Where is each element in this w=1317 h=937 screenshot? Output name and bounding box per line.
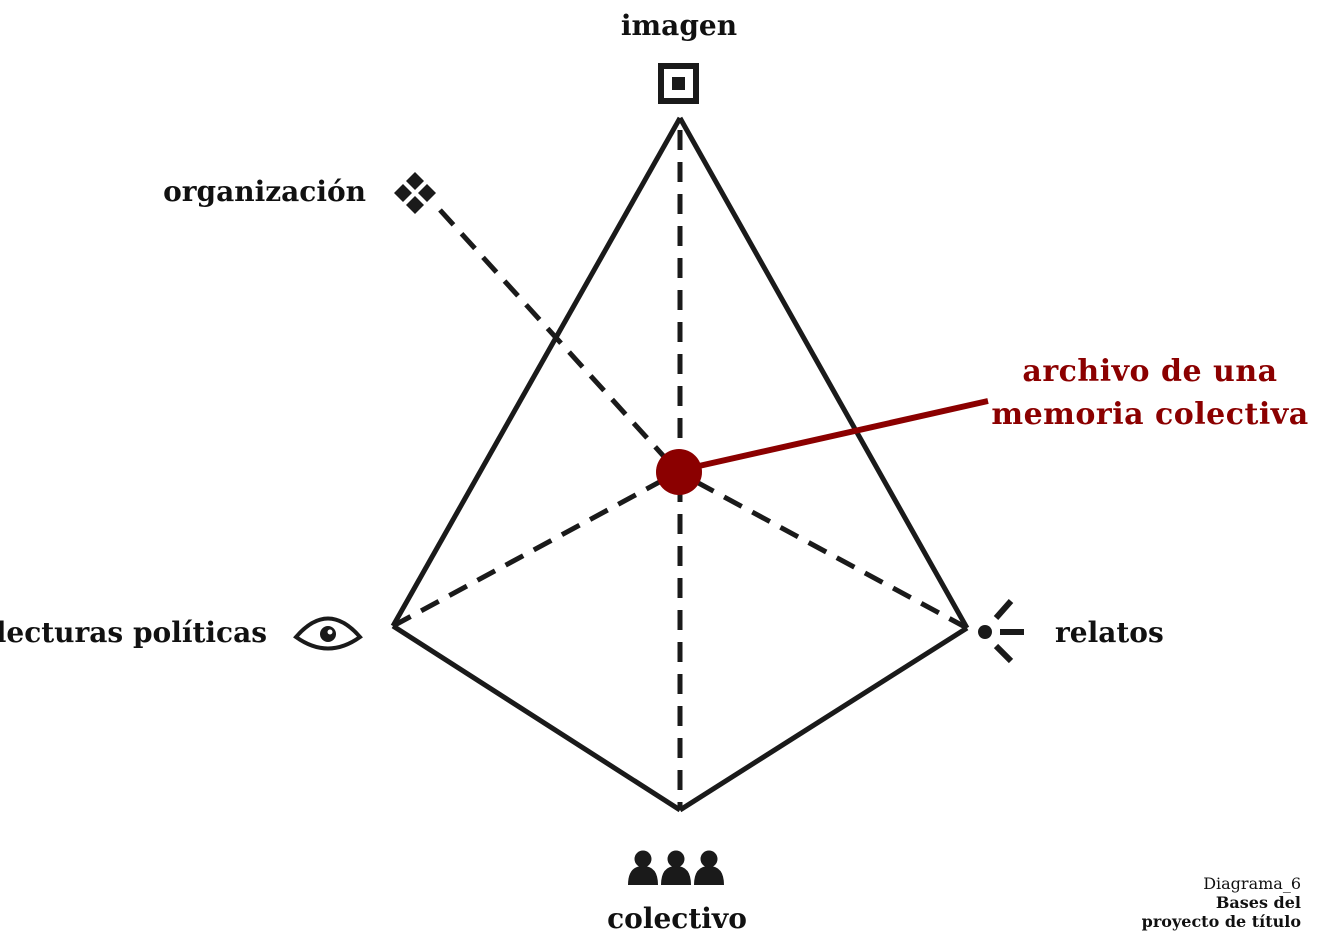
edge-lecturas-colectivo <box>391 623 682 813</box>
dashed-axis-relatos <box>676 469 969 631</box>
edge-imagen-lecturas <box>390 116 683 628</box>
diagram-caption: Diagrama_6 Bases del proyecto de título <box>1142 874 1301 931</box>
dashed-axis-lecturas <box>391 469 680 629</box>
node-label-colectivo: colectivo <box>607 902 747 935</box>
caption-line1: Diagrama_6 <box>1203 874 1301 893</box>
eye-icon <box>293 616 363 651</box>
framed-square-icon <box>658 63 699 104</box>
caption-line2: Bases del <box>1215 893 1301 912</box>
node-label-relatos: relatos <box>1055 616 1164 649</box>
pyramid-outline <box>390 116 970 813</box>
diamond-grid-icon <box>394 172 436 214</box>
dashed-axis-organizacion <box>438 208 680 474</box>
speaking-dot-icon <box>978 599 1024 664</box>
node-label-imagen: imagen <box>621 9 737 42</box>
edge-imagen-relatos <box>677 116 970 630</box>
edge-relatos-colectivo <box>678 625 969 813</box>
center-dot <box>656 449 702 495</box>
caption-line3: proyecto de título <box>1141 912 1301 931</box>
center-label-line1: archivo de una <box>1022 354 1277 389</box>
node-label-organizacion: organización <box>163 175 366 208</box>
center-label-line2: memoria colectiva <box>991 397 1308 432</box>
node-label-lecturas: lecturas políticas <box>0 616 267 649</box>
people-group-icon <box>628 850 724 885</box>
center-connector-line <box>689 398 989 471</box>
